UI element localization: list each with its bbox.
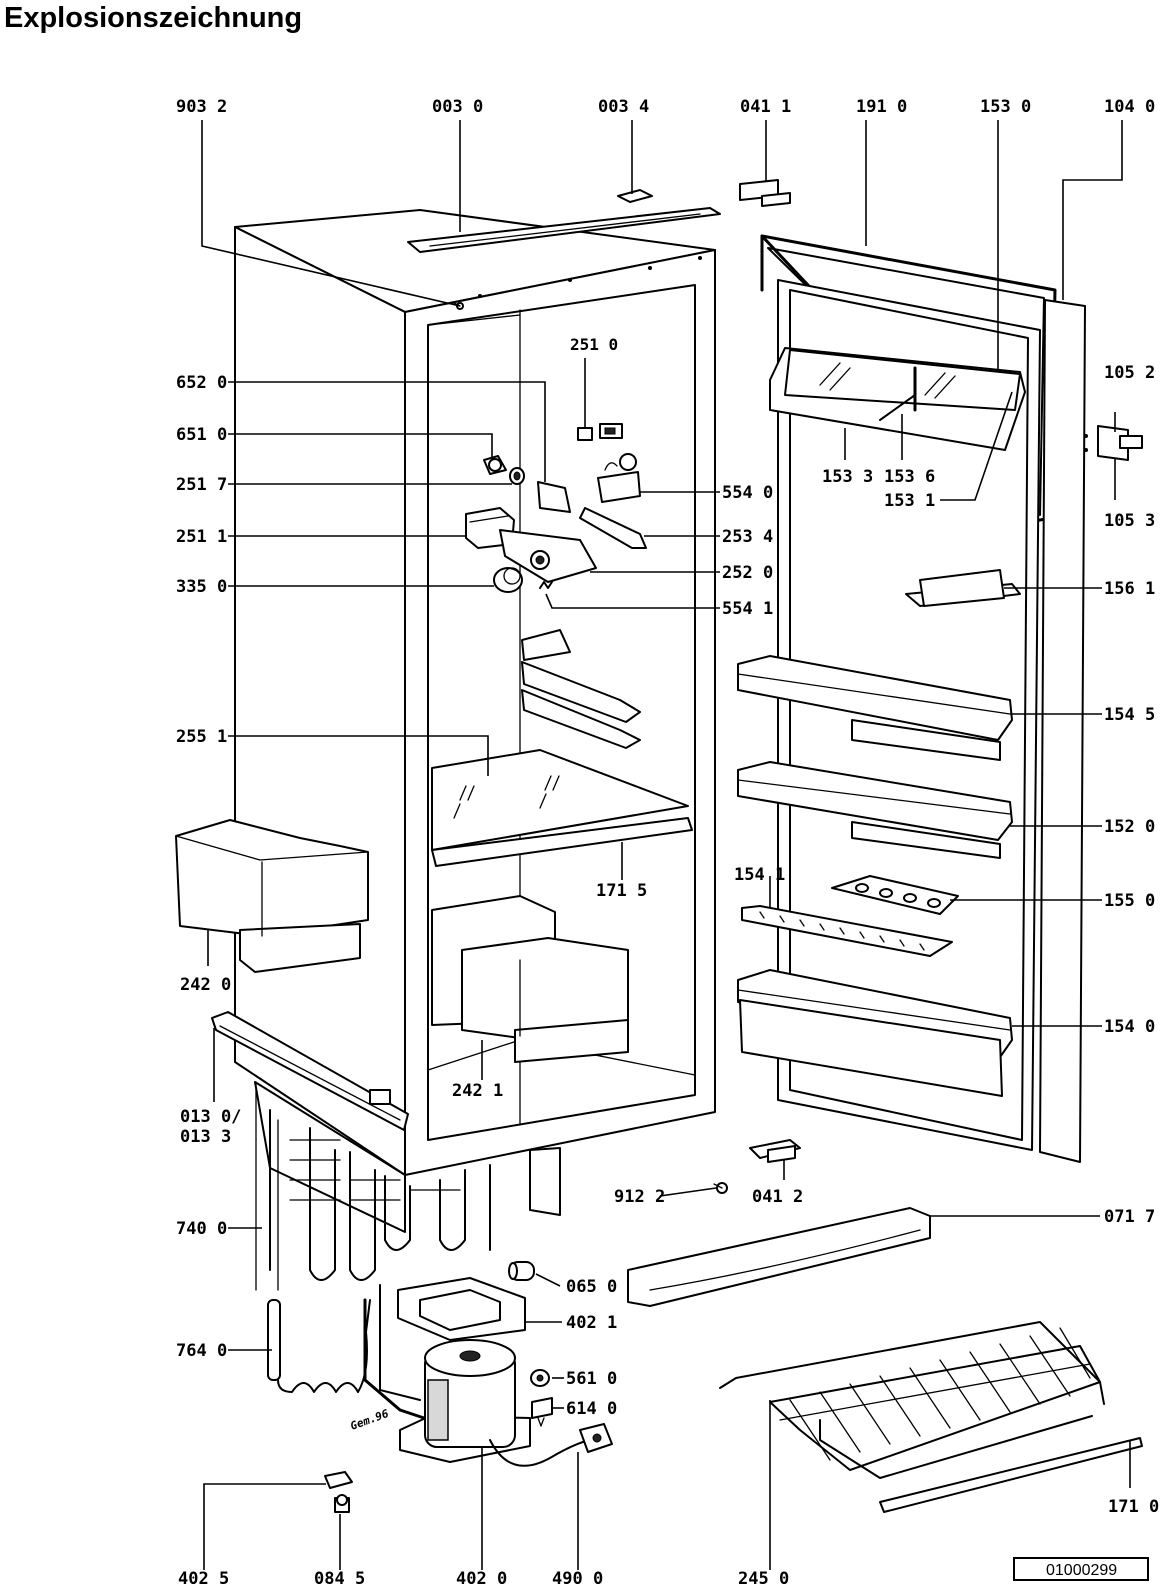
label-651-0: 651 0 — [176, 425, 227, 445]
egg-tray — [831, 875, 959, 915]
label-912-2: 912 2 — [614, 1187, 665, 1207]
overload-protector — [531, 1397, 553, 1427]
label-554-1: 554 1 — [722, 599, 773, 619]
label-335-0: 335 0 — [176, 577, 227, 597]
label-252-0: 252 0 — [722, 563, 773, 583]
label-171-0: 171 0 — [1108, 1497, 1159, 1517]
reference-code-box: 01000299 — [1013, 1557, 1149, 1581]
label-153-1: 153 1 — [884, 491, 935, 511]
screw-912 — [713, 1182, 728, 1194]
door-bin-upper — [737, 655, 1013, 761]
label-152-0: 152 0 — [1104, 817, 1155, 837]
label-242-1: 242 1 — [452, 1081, 503, 1101]
label-105-3: 105 3 — [1104, 511, 1155, 531]
power-cord — [489, 1423, 613, 1467]
door-bin-lower — [737, 969, 1013, 1097]
crisper-drawer-left — [175, 819, 369, 973]
door-hinge-side — [1084, 425, 1143, 461]
clip-402-5 — [324, 1471, 353, 1489]
label-104-0: 104 0 — [1104, 97, 1155, 117]
butter-dish — [905, 569, 1021, 607]
lower-hinge — [749, 1139, 801, 1163]
condenser-coils — [254, 1081, 561, 1291]
label-153-0: 153 0 — [980, 97, 1031, 117]
label-013-0: 013 0/ — [180, 1107, 241, 1127]
stamp-gem96: Gem.96 — [349, 1407, 391, 1433]
grommet — [508, 1261, 535, 1281]
top-cover-strip — [407, 207, 721, 253]
label-490-0: 490 0 — [552, 1569, 603, 1586]
label-154-0: 154 0 — [1104, 1017, 1155, 1037]
label-652-0: 652 0 — [176, 373, 227, 393]
label-153-6: 153 6 — [884, 467, 935, 487]
label-554-0: 554 0 — [722, 483, 773, 503]
leader-lines — [201, 120, 1131, 1570]
label-003-0: 003 0 — [432, 97, 483, 117]
refrigerant-pipe — [363, 1298, 432, 1422]
label-251-0: 251 0 — [570, 335, 618, 354]
label-251-1: 251 1 — [176, 527, 227, 547]
label-402-5: 402 5 — [178, 1569, 229, 1586]
label-245-0: 245 0 — [738, 1569, 789, 1586]
label-402-0: 402 0 — [456, 1569, 507, 1586]
crisper-box-front — [461, 937, 629, 1063]
label-561-0: 561 0 — [566, 1369, 617, 1389]
bottom-trim — [211, 1011, 409, 1131]
label-156-1: 156 1 — [1104, 579, 1155, 599]
cabinet-shelf-rails — [521, 629, 641, 749]
compressor — [399, 1339, 531, 1463]
label-153-3: 153 3 — [822, 467, 873, 487]
label-041-1: 041 1 — [740, 97, 791, 117]
label-251-7: 251 7 — [176, 475, 227, 495]
part-number-labels: 903 2 003 0 003 4 041 1 191 0 153 0 104 … — [176, 97, 1159, 1586]
label-065-0: 065 0 — [566, 1277, 617, 1297]
top-clip — [617, 189, 653, 203]
kick-plate — [627, 1207, 931, 1307]
label-041-2: 041 2 — [752, 1187, 803, 1207]
label-154-5: 154 5 — [1104, 705, 1155, 725]
rack-front-trim — [879, 1437, 1143, 1513]
label-903-2: 903 2 — [176, 97, 227, 117]
label-614-0: 614 0 — [566, 1399, 617, 1419]
label-253-4: 253 4 — [722, 527, 773, 547]
label-764-0: 764 0 — [176, 1341, 227, 1361]
upper-hinge — [739, 179, 791, 207]
label-255-1: 255 1 — [176, 727, 227, 747]
reference-code: 01000299 — [1046, 1562, 1117, 1579]
door-rail — [741, 905, 953, 957]
door-bin-middle — [737, 761, 1013, 859]
door-dairy-compartment — [769, 347, 1026, 451]
label-191-0: 191 0 — [856, 97, 907, 117]
shelf-front-trim — [431, 817, 693, 867]
foot-084-5 — [334, 1494, 350, 1513]
label-154-1: 154 1 — [734, 865, 785, 885]
label-105-2: 105 2 — [1104, 363, 1155, 383]
wire-rack — [719, 1321, 1105, 1479]
label-003-4: 003 4 — [598, 97, 649, 117]
label-402-1: 402 1 — [566, 1313, 617, 1333]
label-071-7: 071 7 — [1104, 1207, 1155, 1227]
start-relay — [530, 1369, 550, 1387]
label-013-3: 013 3 — [180, 1127, 231, 1147]
label-740-0: 740 0 — [176, 1219, 227, 1239]
filter-dryer — [267, 1299, 371, 1393]
label-242-0: 242 0 — [180, 975, 231, 995]
page-title: Explosionszeichnung — [4, 2, 303, 34]
label-084-5: 084 5 — [314, 1569, 365, 1586]
glass-shelf — [431, 749, 689, 851]
compressor-bracket — [397, 1277, 526, 1341]
thermostat-assembly — [465, 423, 647, 593]
label-155-0: 155 0 — [1104, 891, 1155, 911]
label-171-5: 171 5 — [596, 881, 647, 901]
